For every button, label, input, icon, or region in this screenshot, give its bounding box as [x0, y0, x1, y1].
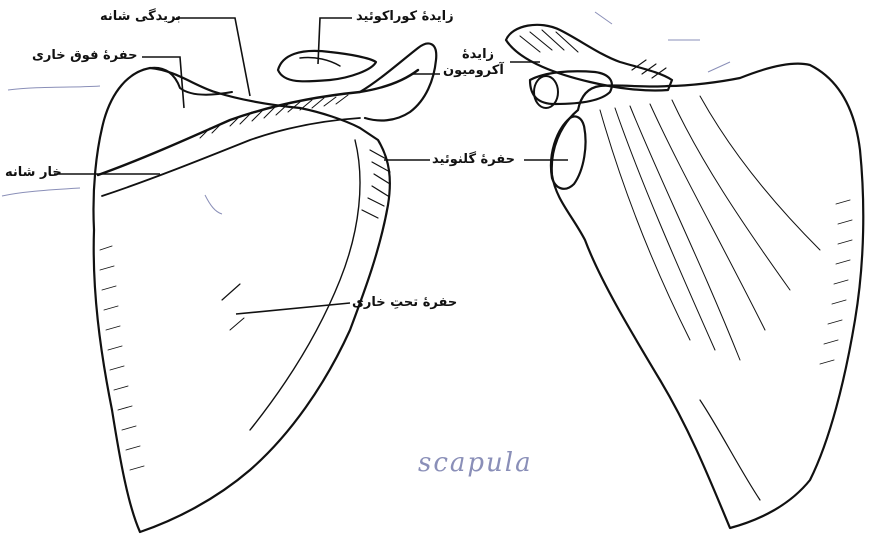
leader-coracoid — [318, 18, 352, 64]
left-body-hatching — [100, 246, 144, 470]
label-acromion-line2: آکرومیون — [443, 63, 504, 78]
left-scapula-outline — [93, 68, 389, 532]
right-subscapular-lines — [600, 96, 820, 360]
right-scapula-outline — [552, 64, 864, 528]
right-glenoid — [551, 116, 586, 188]
left-scapula — [93, 44, 436, 532]
label-coracoid-process: زایدۀ کوراکوئید — [356, 9, 454, 24]
label-spine-of-scapula: خار شانه — [5, 165, 62, 180]
leader-scapular-notch — [176, 18, 250, 96]
label-glenoid-fossa: حفرۀ گلنوئید — [432, 152, 515, 167]
label-acromion-line1: زایدۀ — [462, 47, 494, 62]
right-scapula — [506, 25, 863, 528]
left-spine-underside — [102, 118, 360, 196]
pencil-marks — [2, 12, 730, 214]
right-medial-hatching — [820, 200, 852, 364]
leader-infraspinous — [236, 303, 350, 314]
label-scapular-notch: بریدگی شانه — [100, 9, 181, 24]
handwritten-caption: scapula — [418, 448, 533, 478]
label-supraspinous-fossa: حفرۀ فوق خاری — [32, 48, 137, 63]
label-infraspinous-fossa: حفرۀ تحتِ خاری — [352, 295, 457, 310]
left-coracoid — [278, 51, 376, 82]
